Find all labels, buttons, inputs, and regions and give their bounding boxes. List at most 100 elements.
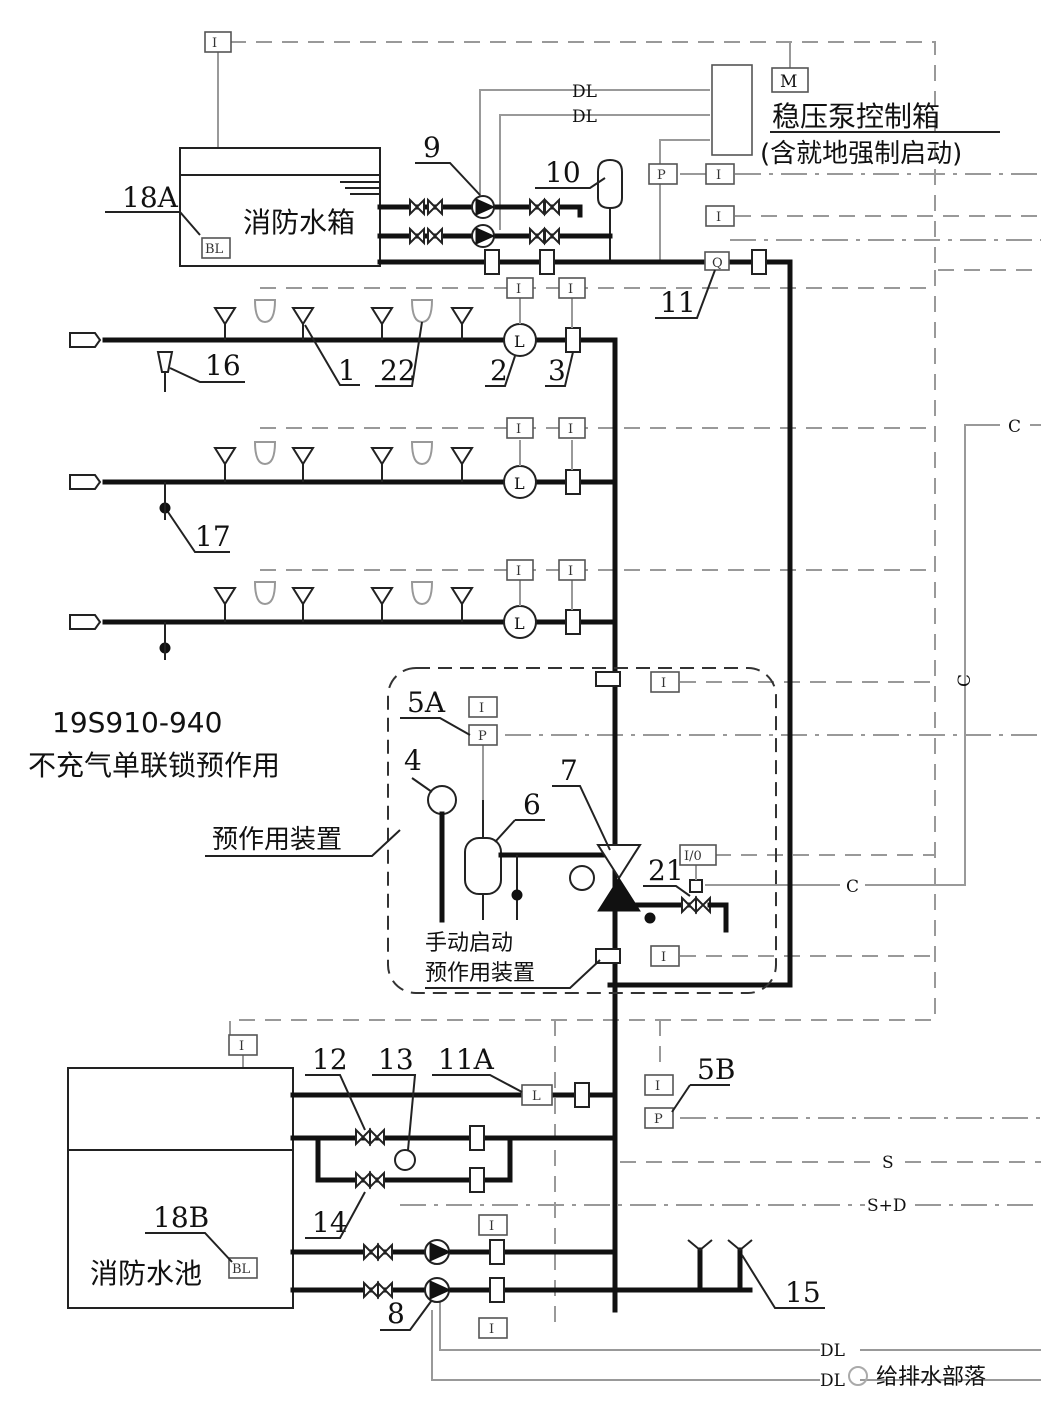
dl-line-1 xyxy=(479,89,710,205)
preaction-device-frame xyxy=(387,667,777,994)
bottom-valves xyxy=(355,1082,590,1303)
pressure-tank xyxy=(597,158,623,210)
callout-18b: 18B xyxy=(153,1201,209,1234)
dl-label-2: DL xyxy=(572,107,597,127)
callout-5b: 5B xyxy=(697,1053,735,1086)
c-line xyxy=(705,424,1041,886)
callout-18a-leader xyxy=(105,211,201,236)
box-i-pump-a: I xyxy=(489,1219,494,1234)
pump-control-box-label: 稳压泵控制箱 xyxy=(772,100,940,133)
callout-11-leader xyxy=(655,269,716,319)
callout-6: 6 xyxy=(523,788,541,821)
c-label-top: C xyxy=(1008,417,1021,437)
preaction-label-leader xyxy=(205,829,401,857)
box-i-pump-b: I xyxy=(489,1322,494,1337)
solenoid-drain xyxy=(707,902,729,933)
watermark: 给排水部落 xyxy=(848,1365,986,1390)
callout-4-leader xyxy=(411,777,433,793)
callout-5b-leader xyxy=(671,1084,730,1113)
top-main-pipe xyxy=(377,259,793,988)
dl-bottom-2 xyxy=(431,1310,1041,1381)
branch-flow-devices xyxy=(503,298,581,639)
callout-12-leader xyxy=(305,1074,366,1131)
callout-13: 13 xyxy=(378,1043,414,1076)
box-i-b3b: I xyxy=(568,564,573,579)
callout-6-leader xyxy=(494,819,545,843)
dl-bottom-1 xyxy=(439,1300,1041,1351)
callout-11a-leader xyxy=(432,1074,523,1093)
callout-18b-leader xyxy=(145,1232,233,1263)
bottom-pipes xyxy=(290,1092,618,1293)
wechat-icon xyxy=(848,1366,868,1386)
box-l-11a: L xyxy=(532,1089,541,1104)
pump-8-a-arrow xyxy=(429,1242,452,1262)
signal-line-top-frame xyxy=(230,41,1041,271)
callout-7: 7 xyxy=(560,754,578,787)
preaction-gauge xyxy=(569,865,595,891)
callout-10: 10 xyxy=(545,156,581,189)
system-type: 不充气单联锁预作用 xyxy=(28,749,280,782)
box-i-bottom: I xyxy=(239,1039,244,1054)
box-i-1: I xyxy=(212,36,217,51)
callout-17-leader xyxy=(167,511,230,553)
callout-15: 15 xyxy=(785,1276,821,1309)
s-label: S xyxy=(882,1153,894,1173)
callout-1: 1 xyxy=(338,354,356,387)
box-m: M xyxy=(780,72,797,92)
small-tank-6 xyxy=(464,837,502,895)
signal-line-right-frame xyxy=(229,270,936,1040)
box-i-5a: I xyxy=(479,701,484,716)
callout-10-leader xyxy=(535,177,606,189)
callout-14-leader xyxy=(305,1191,366,1239)
box-p-5b: P xyxy=(654,1112,663,1127)
c-label-vertical: C xyxy=(955,674,975,687)
callout-3-leader xyxy=(545,351,574,387)
dl-label-1: DL xyxy=(572,82,597,102)
flow-switch-box xyxy=(704,251,730,271)
callout-22-leader xyxy=(375,321,423,387)
top-valves xyxy=(409,197,560,246)
box-i-b3a: I xyxy=(516,564,521,579)
pump-control-box xyxy=(711,64,753,156)
manual-start-label-2: 预作用装置 xyxy=(425,961,535,986)
callout-9: 9 xyxy=(423,131,441,164)
callout-16: 16 xyxy=(205,349,241,382)
end-test-devices xyxy=(69,332,102,630)
check-valve-top-1 xyxy=(484,249,500,275)
callout-9-leader xyxy=(415,162,481,196)
c-label-bottom: C xyxy=(846,877,859,897)
box-q: Q xyxy=(712,256,723,271)
standard-code: 19S910-940 xyxy=(52,706,222,739)
pump-9-b-arrow xyxy=(475,227,496,245)
box-i-pa1: I xyxy=(661,676,666,691)
callout-8: 8 xyxy=(387,1297,405,1330)
pump-adapter-risers xyxy=(697,1247,743,1293)
box-i-b1a: I xyxy=(516,282,521,297)
callout-1-leader xyxy=(304,324,360,386)
end-test-valve-16 xyxy=(156,351,174,392)
callout-3: 3 xyxy=(548,354,566,387)
manual-start-label: 手动启动 xyxy=(425,931,513,956)
callout-7-leader xyxy=(552,785,611,851)
callout-17: 17 xyxy=(195,520,231,553)
callout-15-leader xyxy=(741,1254,825,1309)
callout-5a: 5A xyxy=(407,686,446,719)
detectors xyxy=(253,299,434,606)
callout-22: 22 xyxy=(380,354,416,387)
dl-label-bottom-1: DL xyxy=(820,1341,845,1361)
pressure-signal-line xyxy=(659,139,710,260)
flow-l-2: L xyxy=(514,474,525,493)
box-io: I/0 xyxy=(684,849,702,864)
dl-label-bottom-2: DL xyxy=(820,1371,845,1391)
signal-boxes xyxy=(201,31,809,1339)
callout-18a: 18A xyxy=(122,181,179,214)
pump-8-b-arrow xyxy=(429,1280,452,1300)
callout-21-leader xyxy=(643,885,691,897)
deluge-valve-top xyxy=(596,844,642,880)
solenoid-head xyxy=(689,879,703,893)
box-bl-top: BL xyxy=(205,242,224,257)
check-valve-top-3 xyxy=(751,249,767,275)
callout-4: 4 xyxy=(404,744,422,777)
top-tank-water-level xyxy=(180,174,380,195)
